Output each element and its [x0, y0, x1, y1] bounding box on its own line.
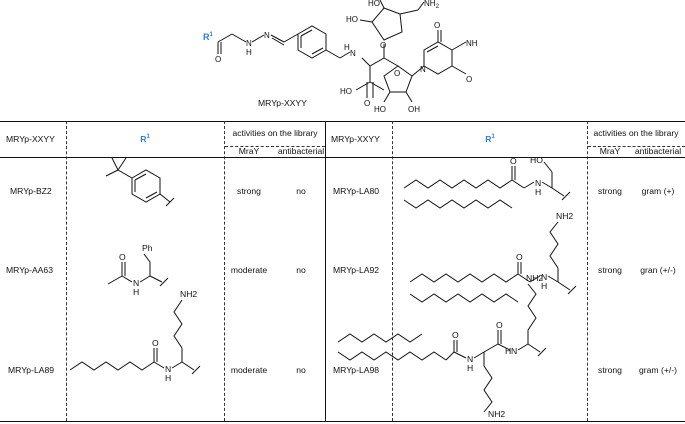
scaffold-h-1: H	[246, 48, 252, 57]
scaffold-nh: NH	[466, 39, 478, 48]
col-divider-1	[66, 121, 67, 421]
la80-ho-label: HO	[530, 155, 543, 165]
row-mray-la92: strong	[598, 265, 622, 275]
scaffold-o-5: O	[434, 21, 440, 30]
la89-h-label: H	[165, 373, 172, 383]
header-mray-right: MraY	[599, 146, 621, 156]
col-divider-3	[392, 121, 393, 421]
header-compound-right: MRYp-XXYY	[331, 134, 380, 144]
table-top-rule	[0, 121, 685, 122]
scaffold-n-4: N	[420, 65, 426, 74]
row-antibacterial-la89: no	[296, 365, 306, 375]
row-name-la92: MRYp-LA92	[333, 265, 380, 275]
row-antibacterial-la80: gram (+)	[641, 186, 675, 196]
header-r1-left: R1	[140, 133, 150, 144]
scaffold-ho-2: HO	[368, 0, 380, 8]
col-divider-2	[224, 121, 225, 421]
scaffold-o-1: O	[215, 55, 221, 64]
col-divider-4	[587, 121, 588, 421]
la80-o-label: O	[510, 156, 517, 166]
la98-nh2-label-2: NH2	[488, 409, 506, 419]
la92-nh2-label: NH2	[556, 211, 574, 221]
la98-o-label-1: O	[452, 330, 459, 340]
row-name-la89: MRYp-LA89	[8, 365, 55, 375]
row-name-bz2: MRYp-BZ2	[10, 186, 52, 196]
bz2-ring	[131, 169, 161, 203]
header-activities-right: activities on the library	[593, 128, 679, 138]
scaffold-ho-3: HO	[374, 105, 386, 114]
row-mray-aa63: moderate	[230, 265, 268, 275]
scaffold-hooc: HO	[340, 87, 352, 96]
la98-nh2-label-1: NH2	[526, 273, 544, 283]
row-name-la98: MRYp-LA98	[333, 365, 380, 375]
aa63-ph-label: Ph	[142, 243, 153, 253]
la89-o-label: O	[152, 338, 159, 348]
la92-h-label: H	[541, 281, 548, 291]
la98-o-label-2: O	[496, 320, 503, 330]
scaffold-o-4: O	[394, 69, 400, 78]
la98-n-label-2: N	[511, 346, 518, 356]
scaffold-r1-label: R1	[203, 32, 214, 42]
row-mray-la80: strong	[598, 186, 622, 196]
la80-n-label: N	[535, 178, 542, 188]
row-antibacterial-aa63: no	[296, 265, 306, 275]
table-center-divider	[325, 121, 326, 421]
header-compound-left: MRYp-XXYY	[6, 134, 55, 144]
scaffold-o-3: O	[380, 41, 386, 50]
compound-label: MRYp-XXYY	[258, 98, 307, 108]
scaffold-ho-4: OH	[408, 105, 420, 114]
row-mray-bz2: strong	[237, 186, 261, 196]
scaffold-nh2: NH2	[424, 0, 440, 10]
activities-subrule-right	[588, 146, 685, 147]
row-mray-la89: moderate	[230, 365, 268, 375]
scaffold-n-2: N	[264, 31, 270, 40]
row-name-la80: MRYp-LA80	[333, 186, 380, 196]
la92-o-label: O	[516, 252, 523, 262]
la80-h-label: H	[535, 187, 542, 197]
row-name-aa63: MRYp-AA63	[6, 265, 53, 275]
row-antibacterial-bz2: no	[296, 186, 306, 196]
la89-n-label: N	[165, 364, 172, 374]
aa63-n-label: N	[133, 278, 140, 288]
la89-nh2-label: NH2	[180, 289, 198, 299]
row-mray-la98: strong	[598, 365, 622, 375]
header-activities-left: activities on the library	[232, 128, 318, 138]
header-r1-right: R1	[485, 133, 495, 144]
row-antibacterial-la92: gran (+/-)	[640, 265, 676, 275]
scaffold-o-2: O	[364, 99, 370, 108]
table-bottom-rule	[0, 421, 685, 422]
scaffold-o-6: O	[466, 75, 472, 84]
la98-n-label-1: N	[467, 354, 474, 364]
scaffold-h-2: H	[344, 43, 350, 52]
la98-h-label-2: H	[505, 346, 512, 356]
la92-n-label: N	[541, 272, 548, 282]
scaffold-n-1: N	[246, 39, 252, 48]
scaffold-n-3: N	[350, 49, 356, 58]
la98-h-label-1: H	[467, 363, 474, 373]
aa63-h-label: H	[133, 287, 140, 297]
row-antibacterial-la98: gram (+/-)	[639, 365, 677, 375]
header-antibacterial-left: antibacterial	[277, 146, 325, 156]
header-antibacterial-right: antibacterial	[634, 146, 682, 156]
header-mray-left: MraY	[238, 146, 260, 156]
scaffold-ho-1: HO	[346, 15, 358, 24]
activities-subrule-left	[225, 146, 325, 147]
table-header-rule	[0, 157, 685, 158]
aa63-o-label: O	[119, 252, 126, 262]
scaffold-structure: R1 O N H N N H HO O O HO HO NH2 HO OH O …	[203, 0, 478, 114]
